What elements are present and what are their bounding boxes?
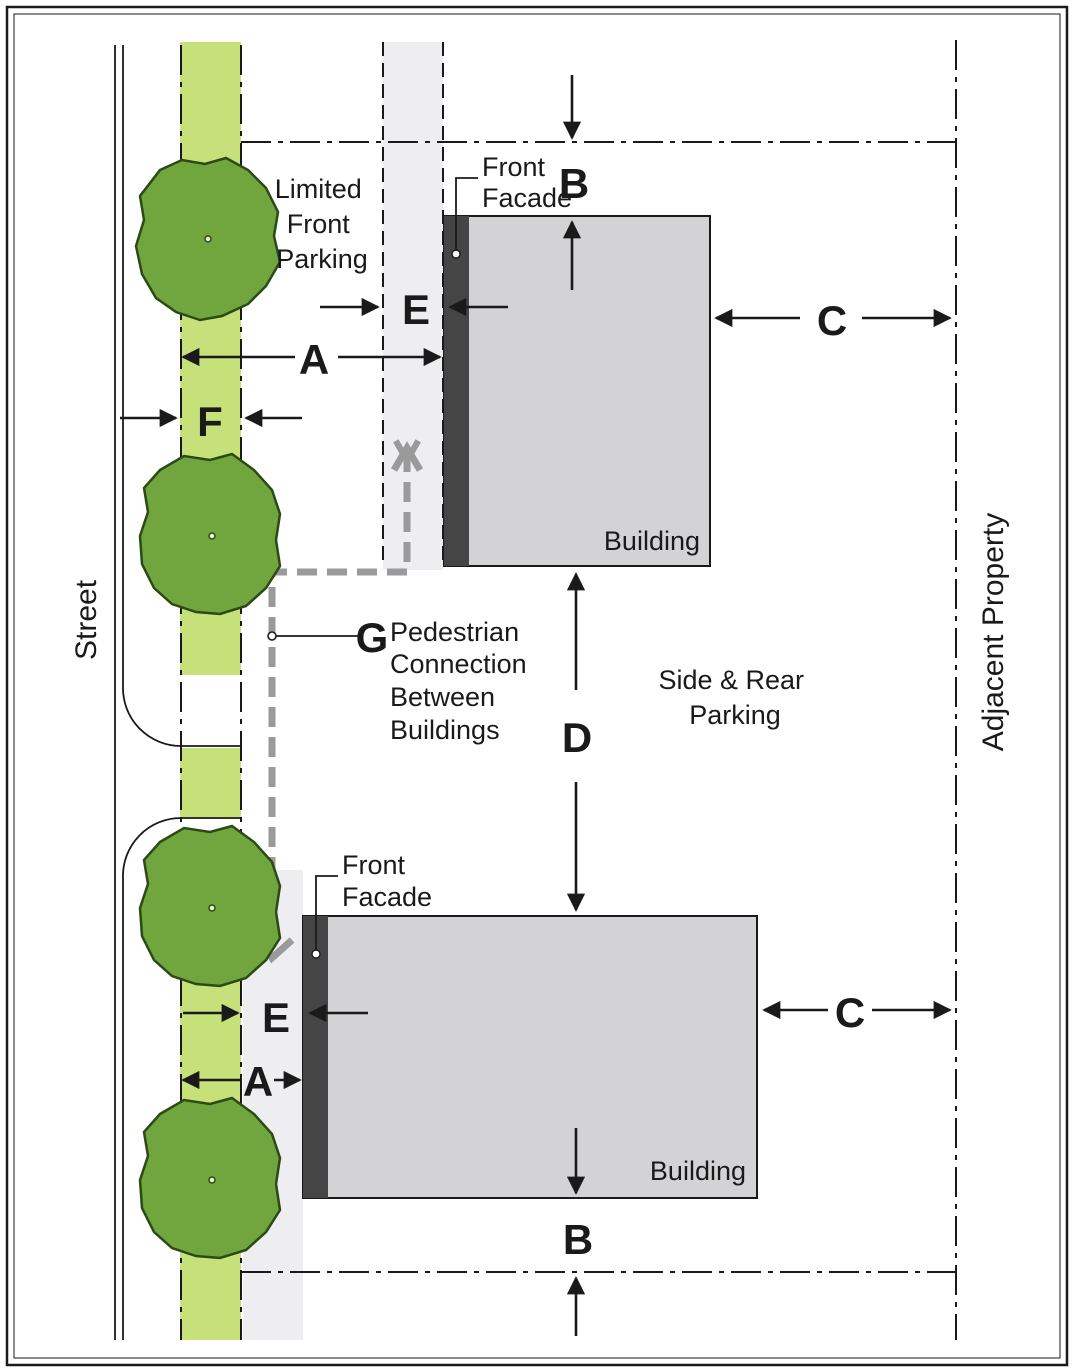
building-upper bbox=[443, 215, 711, 567]
street-label: Street bbox=[70, 579, 103, 660]
dimension-f: F bbox=[197, 398, 223, 445]
front-facade-lower bbox=[303, 916, 328, 1198]
dimension-g: G bbox=[356, 614, 389, 661]
pedestrian-connection-path bbox=[268, 452, 407, 945]
adjacent-property-label: Adjacent Property bbox=[977, 513, 1010, 751]
dimension-a-lower: A bbox=[243, 1058, 273, 1105]
dimension-b-lower: B bbox=[563, 1216, 593, 1263]
curb-return-curve bbox=[122, 685, 182, 747]
dimension-c-upper: C bbox=[817, 297, 847, 344]
dimension-e-lower: E bbox=[262, 994, 290, 1041]
front-facade-label-lower: Front Facade bbox=[342, 850, 432, 912]
figure-frame bbox=[5, 5, 1069, 1367]
dimension-b-upper: B bbox=[559, 160, 589, 207]
limited-front-parking-label: Limited Front Parking bbox=[275, 174, 370, 274]
dimension-c-lower: C bbox=[835, 989, 865, 1036]
building-label-lower: Building bbox=[650, 1156, 746, 1186]
front-facade-label-upper: Front Facade bbox=[482, 152, 572, 213]
dimension-a-upper: A bbox=[299, 336, 329, 383]
front-facade-upper bbox=[444, 216, 469, 566]
tree-icon bbox=[138, 824, 282, 988]
front-facade-leader-upper bbox=[455, 177, 478, 250]
pedestrian-callout-dot bbox=[267, 631, 277, 641]
dimension-e-upper: E bbox=[402, 286, 430, 333]
front-facade-leader-lower bbox=[315, 875, 338, 950]
tree-icon bbox=[134, 156, 282, 322]
pedestrian-connection-label: Pedestrian Connection Between Buildings bbox=[390, 617, 534, 745]
tree-icon bbox=[138, 452, 282, 616]
arrow-icon bbox=[120, 75, 952, 1336]
tree-icon bbox=[138, 1096, 282, 1260]
front-walkway-upper bbox=[383, 42, 443, 570]
pedestrian-connection-arrowhead-upper bbox=[390, 441, 424, 472]
building-label-upper: Building bbox=[604, 526, 700, 556]
building-lower bbox=[302, 915, 758, 1199]
curb-return-curve bbox=[122, 817, 182, 879]
curb-cut-notch-upper bbox=[125, 675, 241, 748]
dimension-d: D bbox=[562, 714, 592, 761]
side-rear-parking-label: Side & Rear Parking bbox=[658, 665, 811, 730]
